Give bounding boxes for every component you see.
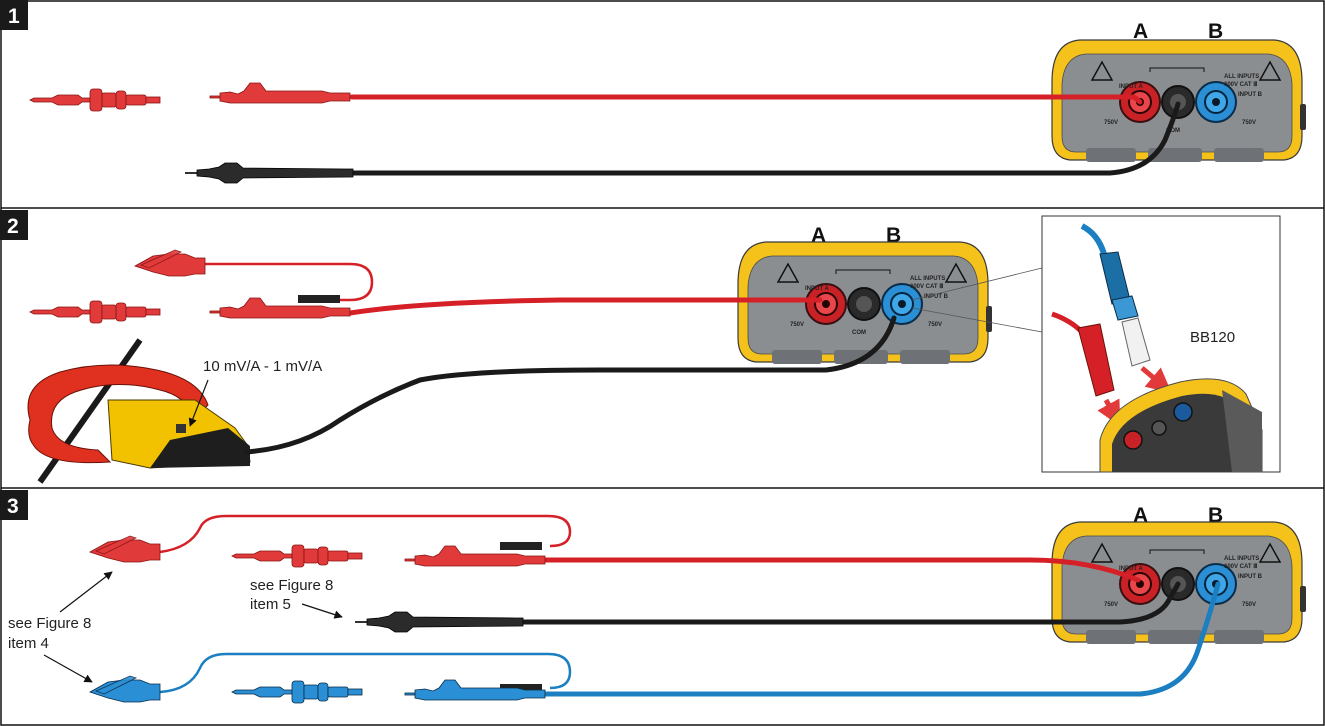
current-clamp xyxy=(27,364,251,469)
scope-input-panel-2: INPUT A ALL INPUTS 600V CAT Ⅲ INPUT B 75… xyxy=(737,241,993,365)
scope-input-panel-3: INPUT A ALL INPUTS 600V CAT Ⅲ INPUT B 75… xyxy=(1051,521,1307,645)
stackable-plug xyxy=(298,295,340,303)
panel-2: A B INPUT A ALL INPUTS 600V CAT Ⅲ INPUT … xyxy=(27,215,1281,484)
item4-arrow-up xyxy=(59,571,113,613)
blue-lead-plug xyxy=(404,679,546,701)
red-test-lead-2 xyxy=(347,297,823,316)
blue-alligator-clip xyxy=(89,675,161,703)
svg-text:750V: 750V xyxy=(1242,602,1256,608)
svg-text:ALL INPUTS: ALL INPUTS xyxy=(1224,74,1259,80)
svg-text:ALL INPUTS: ALL INPUTS xyxy=(910,276,945,282)
red-alligator-clip xyxy=(134,249,206,277)
svg-text:COM: COM xyxy=(852,330,866,336)
item4-arrow-down xyxy=(43,654,93,683)
svg-text:750V: 750V xyxy=(928,322,942,328)
item4-note-line2: item 4 xyxy=(8,635,49,652)
channel-a-label: A xyxy=(1133,20,1148,43)
svg-text:2: 2 xyxy=(7,215,19,238)
red-gator-wire-3 xyxy=(159,514,572,554)
red-alligator-clip-3 xyxy=(89,535,161,563)
clamp-label-arrow xyxy=(188,379,209,427)
item5-note-line2: item 5 xyxy=(250,596,291,613)
item5-arrow xyxy=(301,603,343,619)
red-test-probe-3 xyxy=(231,544,363,568)
svg-text:INPUT A: INPUT A xyxy=(1119,566,1143,572)
panel-3-badge: 3 xyxy=(0,490,28,520)
channel-a-label-3: A xyxy=(1133,504,1148,527)
channel-b-label-2: B xyxy=(886,224,901,247)
black-lead-plug xyxy=(185,162,354,184)
red-test-probe-2 xyxy=(29,300,161,324)
black-lead-plug-3 xyxy=(355,611,524,633)
svg-text:750V: 750V xyxy=(790,322,804,328)
panel-3: A B INPUT A ALL INPUTS 600V CAT Ⅲ INPUT … xyxy=(8,504,1307,704)
red-test-lead-3 xyxy=(542,557,1141,583)
red-test-lead xyxy=(349,94,1143,105)
svg-text:750V: 750V xyxy=(1104,120,1118,126)
svg-text:600V CAT Ⅲ: 600V CAT Ⅲ xyxy=(1224,563,1257,570)
channel-a-label-2: A xyxy=(811,224,826,247)
clamp-output-lead xyxy=(243,315,897,455)
svg-text:3: 3 xyxy=(7,495,19,518)
clamp-sensitivity-label: 10 mV/A - 1 mV/A xyxy=(203,358,322,375)
svg-text:INPUT A: INPUT A xyxy=(805,286,829,292)
blue-test-lead xyxy=(542,581,1221,697)
black-test-lead xyxy=(347,101,1181,176)
scope-input-panel: INPUT A ALL INPUTS 600V CAT Ⅲ INPUT B 75… xyxy=(1051,39,1307,163)
blue-stackable-plug xyxy=(500,684,542,692)
svg-text:COM: COM xyxy=(1166,128,1180,134)
red-gator-wire xyxy=(205,262,374,302)
blue-gator-wire xyxy=(159,652,572,694)
item5-note-line1: see Figure 8 xyxy=(250,577,333,594)
svg-text:ALL INPUTS: ALL INPUTS xyxy=(1224,556,1259,562)
red-lead-plug xyxy=(209,82,351,104)
channel-b-label-3: B xyxy=(1208,504,1223,527)
svg-text:600V CAT Ⅲ: 600V CAT Ⅲ xyxy=(1224,81,1257,88)
svg-text:600V CAT Ⅲ: 600V CAT Ⅲ xyxy=(910,283,943,290)
svg-text:INPUT B: INPUT B xyxy=(1238,574,1263,580)
adapter-label: BB120 xyxy=(1190,329,1235,346)
svg-text:750V: 750V xyxy=(1104,602,1118,608)
panel-2-badge: 2 xyxy=(0,210,28,240)
blue-test-probe xyxy=(231,680,363,704)
panel-1-badge: 1 xyxy=(0,0,28,30)
svg-text:1: 1 xyxy=(8,5,20,28)
bb120-inset xyxy=(1041,215,1281,473)
black-test-lead-3 xyxy=(517,581,1181,625)
red-test-probe xyxy=(29,88,161,112)
svg-text:INPUT B: INPUT B xyxy=(1238,92,1263,98)
channel-b-label: B xyxy=(1208,20,1223,43)
panel-1: A B INPUT A ALL INPUTS 600V CAT Ⅲ INPUT … xyxy=(29,20,1307,184)
item4-note-line1: see Figure 8 xyxy=(8,615,91,632)
svg-text:INPUT A: INPUT A xyxy=(1119,84,1143,90)
svg-text:INPUT B: INPUT B xyxy=(924,294,949,300)
red-stackable-plug-3 xyxy=(500,542,542,550)
svg-text:750V: 750V xyxy=(1242,120,1256,126)
